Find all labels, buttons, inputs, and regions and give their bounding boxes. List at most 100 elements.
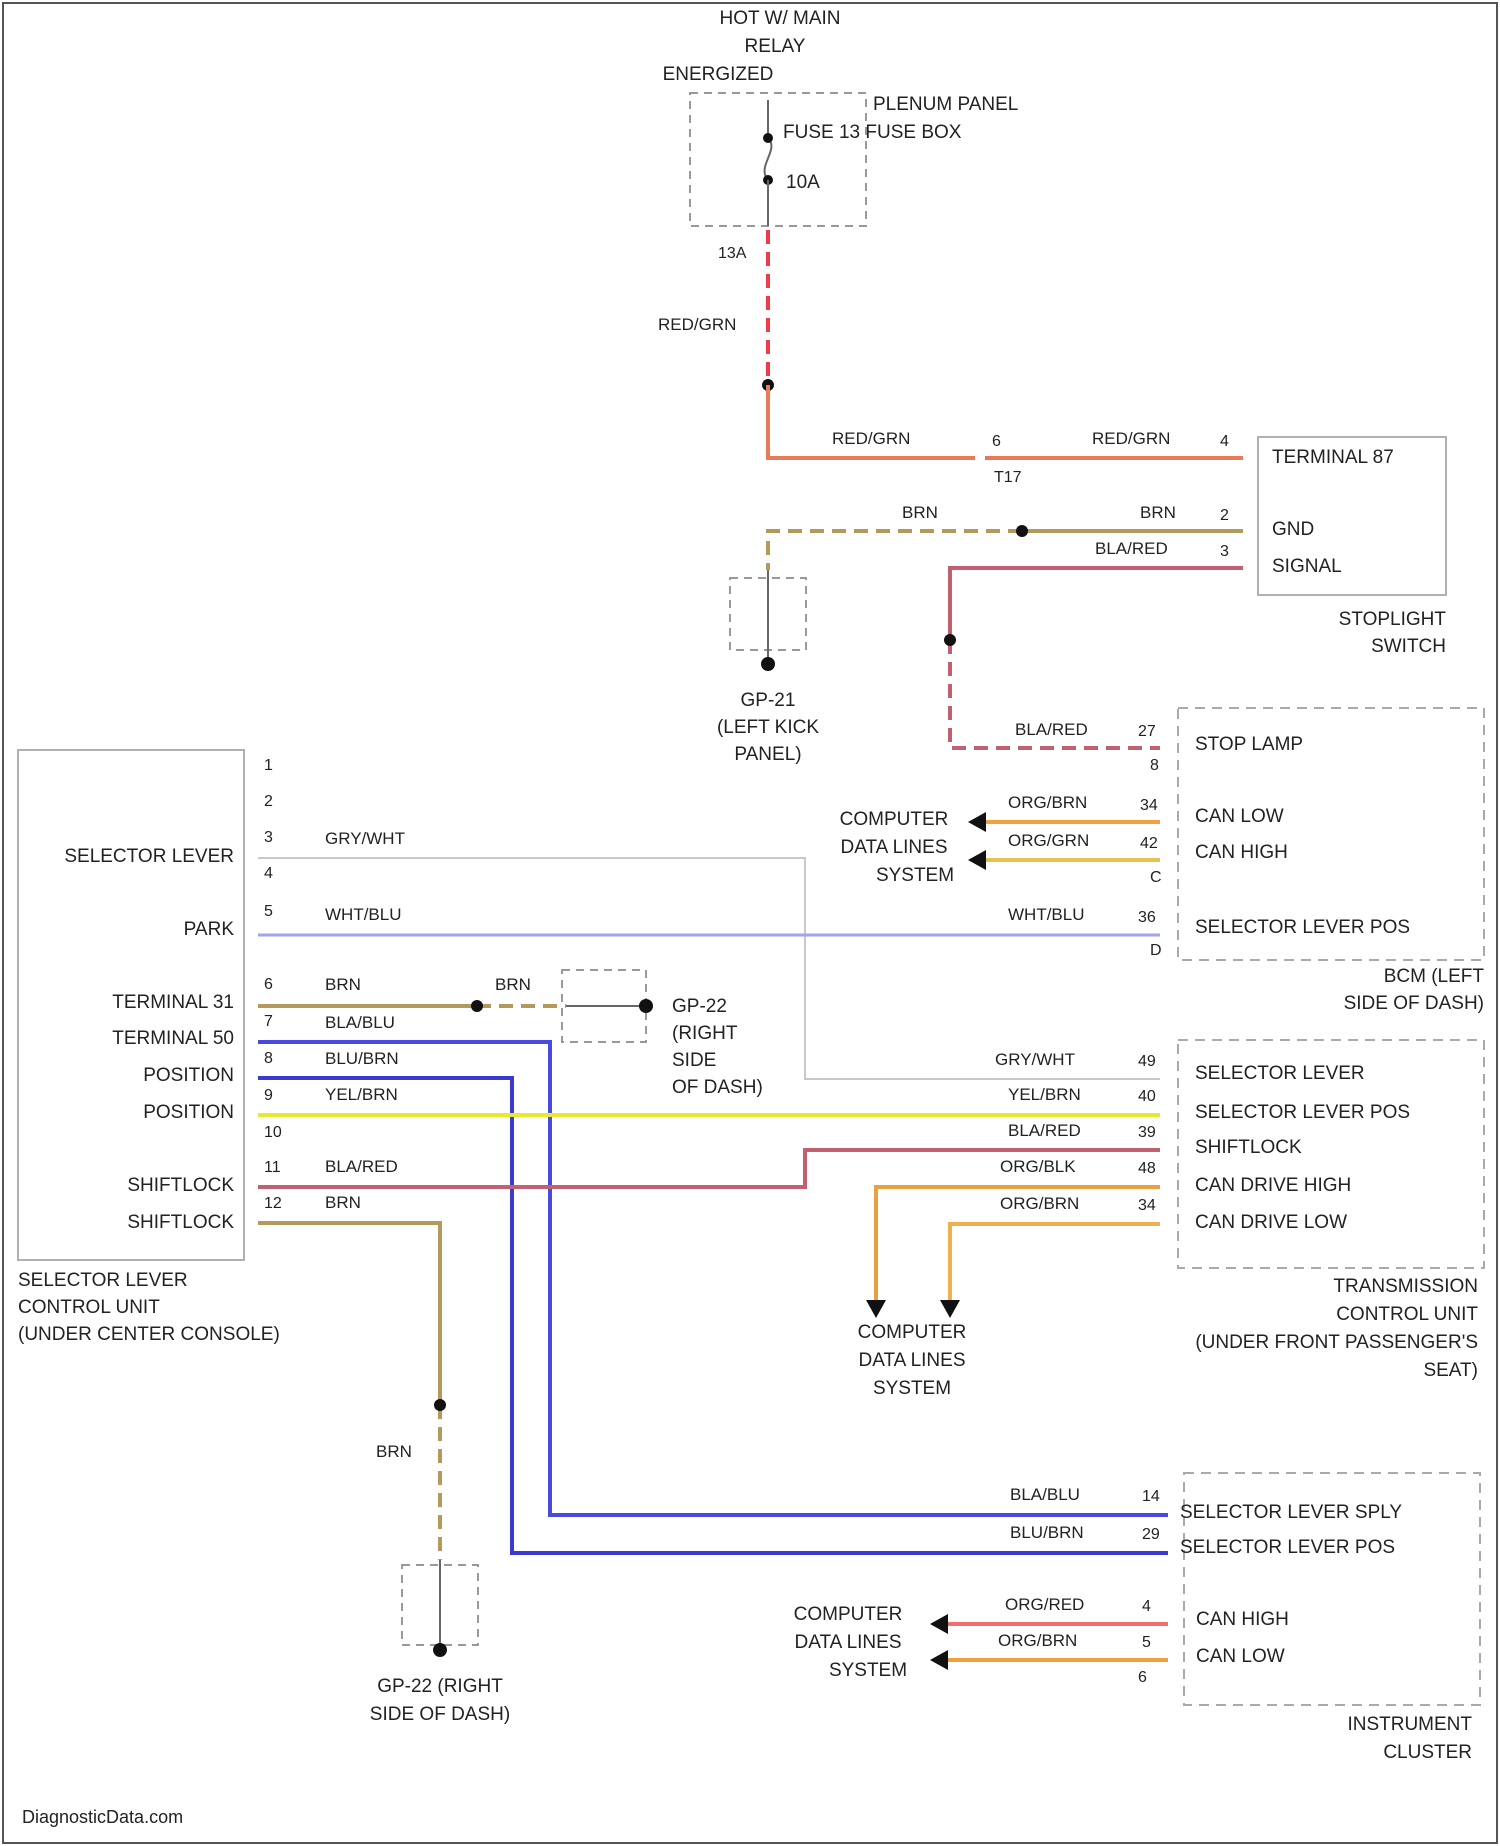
wire-label-orgbrn-2: ORG/GRN — [1008, 831, 1089, 850]
gp22a-label-4: OF DASH) — [672, 1077, 763, 1098]
wire-tcu-can-low — [950, 1224, 1160, 1300]
gp22b-label-1: GP-22 (RIGHT — [377, 1676, 503, 1697]
slcu-pin-11: 11 — [264, 1159, 281, 1176]
ic-pin-selector-lever-sply: SELECTOR LEVER SPLY — [1180, 1502, 1402, 1523]
pin-34a: 34 — [1140, 797, 1158, 814]
pin-brn-2: 2 — [1220, 507, 1229, 524]
watermark: DiagnosticData.com — [22, 1807, 183, 1827]
splice-brn-shiftlock — [434, 1399, 446, 1411]
slcu-pin-3: 3 — [264, 829, 273, 846]
slcu-label-position-2: POSITION — [143, 1102, 234, 1123]
ic-name-2: CLUSTER — [1383, 1742, 1472, 1763]
slcu-name-2: CONTROL UNIT — [18, 1297, 160, 1318]
fuse-node-top — [763, 133, 773, 143]
pin-b: 4 — [1220, 433, 1229, 450]
wire-label-brn-3: BRN — [325, 975, 361, 994]
wire-label-blared-3: BLA/RED — [325, 1157, 398, 1176]
tcu-pin-can-drive-high: CAN DRIVE HIGH — [1195, 1175, 1351, 1196]
gp22a-label-2: (RIGHT — [672, 1023, 738, 1044]
pin-4: 4 — [1142, 1598, 1151, 1615]
fuse-rating: 10A — [786, 172, 820, 193]
wire-label-red-grn-2: RED/GRN — [832, 429, 910, 448]
slcu-pin-4: 4 — [264, 865, 273, 882]
fuse-label: FUSE 13 FUSE BOX — [783, 122, 962, 143]
wire-label-brn-6: BRN — [376, 1442, 412, 1461]
tcu-name-1: TRANSMISSION — [1333, 1276, 1478, 1297]
tcu-name-2: CONTROL UNIT — [1336, 1304, 1478, 1325]
cdls-ic-3: SYSTEM — [829, 1660, 907, 1681]
slcu-label-shiftlock-1: SHIFTLOCK — [127, 1175, 234, 1196]
wire-label-brn-2: BRN — [1140, 503, 1176, 522]
wire-brn-dashed — [768, 531, 1022, 570]
wire-label-brn-4: BRN — [495, 975, 531, 994]
gp22a-label-3: SIDE — [672, 1050, 716, 1071]
ic-pin-can-low: CAN LOW — [1196, 1646, 1285, 1667]
slcu-pin-1: 1 — [264, 757, 273, 774]
bcm-pin-selector-lever-pos: SELECTOR LEVER POS — [1195, 917, 1410, 938]
fuse-box-label: PLENUM PANEL — [873, 94, 1018, 115]
wire-label-orgbrn-4: ORG/BRN — [998, 1631, 1077, 1650]
pin-49: 49 — [1138, 1053, 1156, 1070]
wire-label-blared-4: BLA/RED — [1008, 1121, 1081, 1140]
wire-label-brn-5: BRN — [325, 1193, 361, 1212]
wire-label-red-grn-3: RED/GRN — [1092, 429, 1170, 448]
wire-label-orgblk: ORG/BLK — [1000, 1157, 1076, 1176]
sls-name-2: SWITCH — [1371, 636, 1446, 657]
arrow-ic-can-high — [930, 1614, 948, 1634]
cdls-tcu-2: DATA LINES — [859, 1350, 966, 1371]
tcu-name-4: SEAT) — [1423, 1360, 1478, 1381]
gp21-label-1: GP-21 — [741, 690, 796, 711]
wire-blared-switch — [950, 568, 1243, 640]
tcu-pin-shiftlock: SHIFTLOCK — [1195, 1137, 1302, 1158]
slcu-label-selector-lever: SELECTOR LEVER — [64, 846, 234, 867]
pin-27: 27 — [1138, 723, 1156, 740]
slcu-pin-5: 5 — [264, 903, 273, 920]
pin-8: 8 — [1150, 757, 1159, 774]
ic-pin-selector-lever-pos: SELECTOR LEVER POS — [1180, 1537, 1395, 1558]
arrow-ic-can-low — [930, 1650, 948, 1670]
sls-name-1: STOPLIGHT — [1339, 609, 1447, 630]
gp22a-node — [639, 999, 653, 1013]
arrow-bcm-can-low — [968, 812, 986, 832]
pin-29: 29 — [1142, 1526, 1160, 1543]
sls-pin-terminal87: TERMINAL 87 — [1272, 447, 1394, 468]
sls-pin-gnd: GND — [1272, 519, 1314, 540]
fuse-pin: 13A — [718, 245, 747, 262]
slcu-name-1: SELECTOR LEVER — [18, 1270, 188, 1291]
slcu-label-terminal31: TERMINAL 31 — [112, 992, 234, 1013]
pin-48: 48 — [1138, 1160, 1156, 1177]
pin-a: 6 — [992, 433, 1001, 450]
splice-brn-term31 — [471, 1000, 483, 1012]
wire-label-yelbrn-2: YEL/BRN — [1008, 1085, 1081, 1104]
pin-36: 36 — [1138, 909, 1156, 926]
wire-label-blablu-2: BLA/BLU — [1010, 1485, 1080, 1504]
gp21-node — [761, 657, 775, 671]
slcu-pin-6: 6 — [264, 976, 273, 993]
slcu-label-shiftlock-2: SHIFTLOCK — [127, 1212, 234, 1233]
tcu-pin-can-drive-low: CAN DRIVE LOW — [1195, 1212, 1347, 1233]
cdls-ic-1: COMPUTER — [794, 1604, 903, 1625]
wire-label-orgbrn-3: ORG/BRN — [1000, 1194, 1079, 1213]
splice-brn-switch — [1016, 525, 1028, 537]
cdls-tcu-1: COMPUTER — [858, 1322, 967, 1343]
wire-label-orgred: ORG/RED — [1005, 1595, 1084, 1614]
source-label-3: ENERGIZED — [663, 64, 774, 85]
pin-6: 6 — [1138, 1669, 1147, 1686]
pin-14: 14 — [1142, 1488, 1160, 1505]
wire-label-blubrn-1: BLU/BRN — [325, 1049, 399, 1068]
slcu-pin-10: 10 — [264, 1124, 282, 1141]
arrow-tcu-can-low — [940, 1300, 960, 1318]
slcu-pin-7: 7 — [264, 1013, 273, 1030]
ic-pin-can-high: CAN HIGH — [1196, 1609, 1289, 1630]
pin-d: D — [1150, 942, 1162, 959]
fuse-box — [690, 93, 866, 226]
arrow-bcm-can-high — [968, 850, 986, 870]
wire-label-gry-wht-1: GRY/WHT — [325, 829, 405, 848]
bcm-pin-can-high: CAN HIGH — [1195, 842, 1288, 863]
pin-42: 42 — [1140, 835, 1158, 852]
cdls-bcm-2: DATA LINES — [841, 837, 948, 858]
wire-label-blared-1: BLA/RED — [1095, 539, 1168, 558]
connector-t17: T17 — [994, 469, 1022, 486]
slcu-pin-2: 2 — [264, 793, 273, 810]
